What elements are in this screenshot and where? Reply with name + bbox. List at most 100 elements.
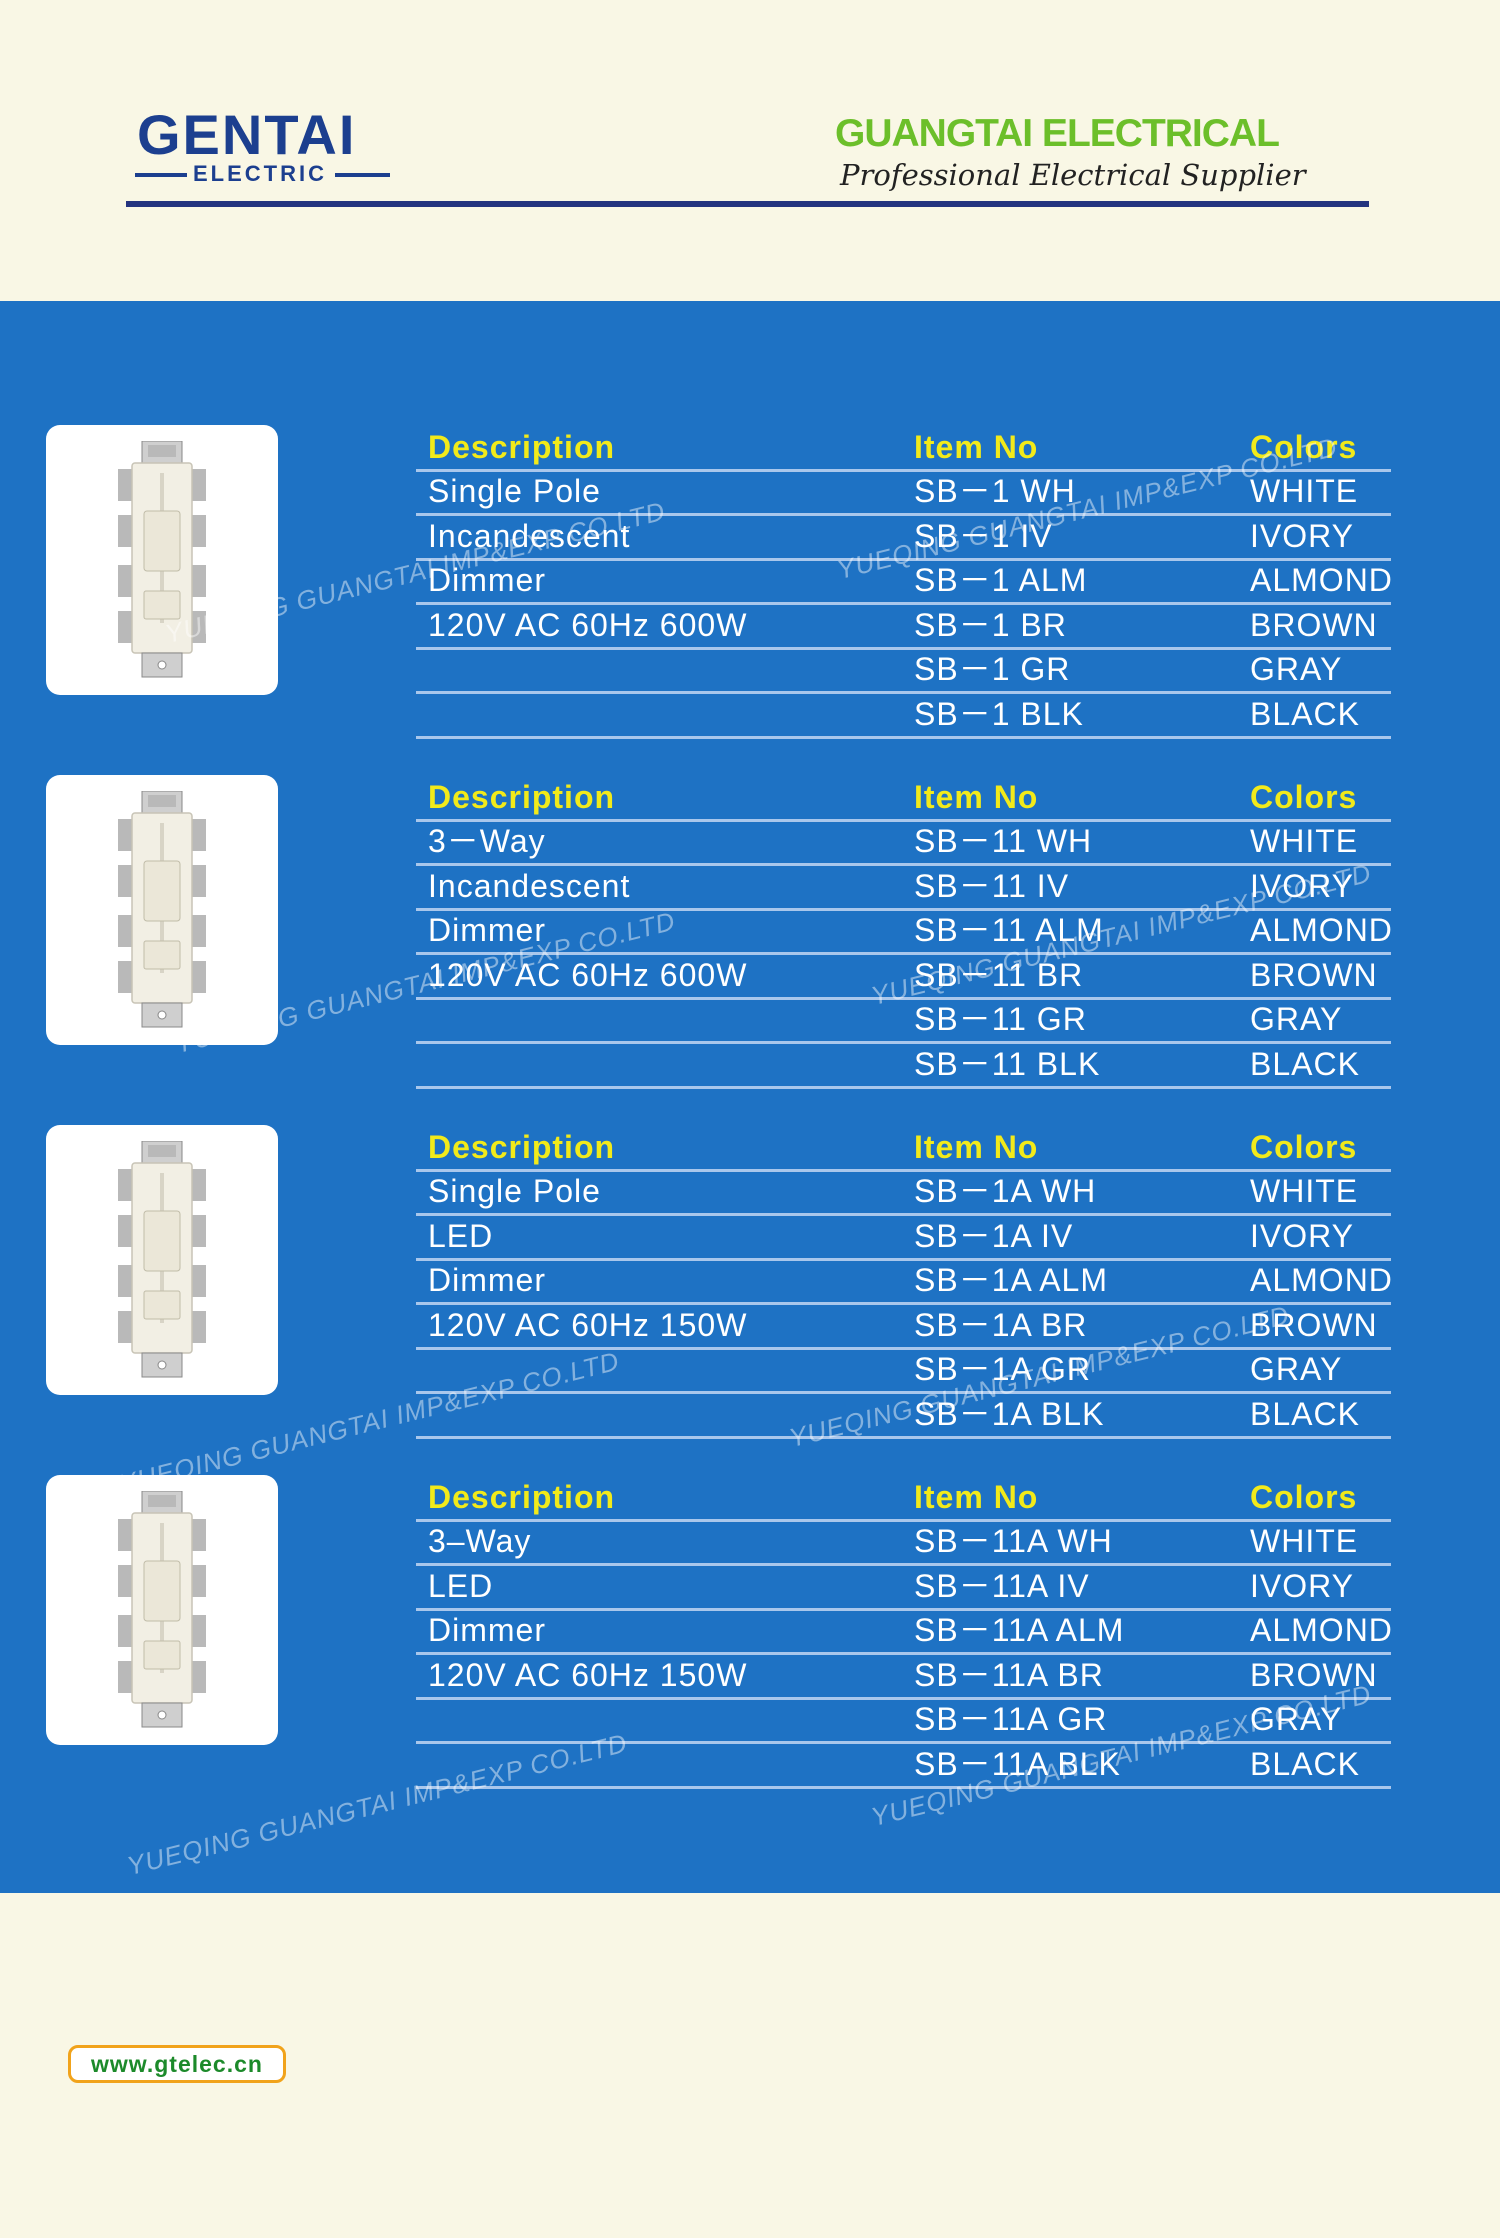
item-number-cell: SB－11 BR bbox=[914, 957, 1084, 993]
item-number-cell: SB－11 ALM bbox=[914, 912, 1104, 948]
color-cell: IVORY bbox=[1250, 868, 1354, 904]
header-description: Description bbox=[428, 1479, 616, 1515]
header-colors: Colors bbox=[1250, 1129, 1358, 1165]
color-cell: IVORY bbox=[1250, 1568, 1354, 1604]
header-description: Description bbox=[428, 429, 616, 465]
item-number-cell: SB－1A GR bbox=[914, 1351, 1091, 1387]
logo-subtitle: ELECTRIC bbox=[193, 161, 327, 186]
header-colors: Colors bbox=[1250, 779, 1358, 815]
color-cell: BROWN bbox=[1250, 607, 1378, 643]
item-number-cell: SB－11A GR bbox=[914, 1701, 1108, 1737]
description-cell: Incandescent bbox=[428, 518, 631, 554]
color-cell: BLACK bbox=[1250, 696, 1360, 732]
description-cell: Incandescent bbox=[428, 868, 631, 904]
table-row: Incandescent SB－11 IV IVORY bbox=[416, 864, 1391, 911]
item-number-cell: SB－1 BLK bbox=[914, 696, 1084, 732]
item-number-cell: SB－11A IV bbox=[914, 1568, 1090, 1604]
header-item-no: Item No bbox=[914, 1129, 1039, 1165]
color-cell: ALMOND bbox=[1250, 1262, 1393, 1298]
dimmer-switch-image bbox=[46, 1125, 278, 1395]
table-row: SB－1 BLK BLACK bbox=[416, 692, 1391, 739]
logo-wordmark: GENTAI bbox=[137, 103, 357, 166]
description-cell: 120V AC 60Hz 600W bbox=[428, 957, 748, 993]
dimmer-switch-image bbox=[46, 775, 278, 1045]
description-cell: 3－Way bbox=[428, 823, 546, 859]
company-tagline: Professional Electrical Supplier bbox=[840, 158, 1306, 192]
item-number-cell: SB－11A BR bbox=[914, 1657, 1104, 1693]
description-cell: 3–Way bbox=[428, 1523, 532, 1559]
item-number-cell: SB－1A IV bbox=[914, 1218, 1074, 1254]
table-row: LED SB－11A IV IVORY bbox=[416, 1564, 1391, 1611]
item-number-cell: SB－11 IV bbox=[914, 868, 1070, 904]
item-number-cell: SB－1 BR bbox=[914, 607, 1067, 643]
color-cell: WHITE bbox=[1250, 823, 1359, 859]
description-cell: Single Pole bbox=[428, 473, 601, 509]
company-name: GUANGTAI ELECTRICAL bbox=[835, 112, 1280, 155]
website-link[interactable]: www.gtelec.cn bbox=[91, 2051, 263, 2077]
color-cell: BLACK bbox=[1250, 1396, 1360, 1432]
item-number-cell: SB－1A BLK bbox=[914, 1396, 1105, 1432]
description-cell: LED bbox=[428, 1568, 494, 1604]
gentai-logo: GENTAI ELECTRIC bbox=[135, 105, 395, 195]
item-number-cell: SB－1A WH bbox=[914, 1173, 1097, 1209]
dimmer-switch-image bbox=[46, 1475, 278, 1745]
table-row: SB－1A BLK BLACK bbox=[416, 1392, 1391, 1439]
description-cell: Single Pole bbox=[428, 1173, 601, 1209]
color-cell: BROWN bbox=[1250, 1657, 1378, 1693]
header-item-no: Item No bbox=[914, 779, 1039, 815]
table-header-row: Description Item No Colors bbox=[416, 1125, 1391, 1172]
color-cell: WHITE bbox=[1250, 1523, 1359, 1559]
table-row: SB－1A GR GRAY bbox=[416, 1347, 1391, 1394]
item-number-cell: SB－11A WH bbox=[914, 1523, 1113, 1559]
color-cell: GRAY bbox=[1250, 1001, 1343, 1037]
website-badge[interactable]: www.gtelec.cn bbox=[68, 2045, 286, 2083]
color-cell: GRAY bbox=[1250, 1351, 1343, 1387]
logo-rule-right bbox=[335, 173, 390, 177]
header-divider bbox=[126, 201, 1369, 207]
color-cell: WHITE bbox=[1250, 1173, 1359, 1209]
item-number-cell: SB－11A ALM bbox=[914, 1612, 1125, 1648]
color-cell: ALMOND bbox=[1250, 1612, 1393, 1648]
description-cell: 120V AC 60Hz 600W bbox=[428, 607, 748, 643]
color-cell: BLACK bbox=[1250, 1746, 1360, 1782]
color-cell: ALMOND bbox=[1250, 562, 1393, 598]
header-item-no: Item No bbox=[914, 429, 1039, 465]
description-cell: Dimmer bbox=[428, 1262, 546, 1298]
description-cell: 120V AC 60Hz 150W bbox=[428, 1657, 748, 1693]
color-cell: IVORY bbox=[1250, 518, 1354, 554]
description-cell: LED bbox=[428, 1218, 494, 1254]
dimmer-switch-image bbox=[46, 425, 278, 695]
table-row: 120V AC 60Hz 150W SB－11A BR BROWN bbox=[416, 1653, 1391, 1700]
color-cell: WHITE bbox=[1250, 473, 1359, 509]
header-description: Description bbox=[428, 1129, 616, 1165]
logo-rule-left bbox=[135, 173, 187, 177]
item-number-cell: SB－11 GR bbox=[914, 1001, 1087, 1037]
table-row: SB－11 GR GRAY bbox=[416, 997, 1391, 1044]
description-cell: 120V AC 60Hz 150W bbox=[428, 1307, 748, 1343]
item-number-cell: SB－1 GR bbox=[914, 651, 1071, 687]
item-number-cell: SB－11 BLK bbox=[914, 1046, 1101, 1082]
item-number-cell: SB－1 IV bbox=[914, 518, 1053, 554]
table-row: 120V AC 60Hz 600W SB－1 BR BROWN bbox=[416, 603, 1391, 650]
header-colors: Colors bbox=[1250, 1479, 1358, 1515]
color-cell: ALMOND bbox=[1250, 912, 1393, 948]
header-colors: Colors bbox=[1250, 429, 1358, 465]
table-row: 3–Way SB－11A WH WHITE bbox=[416, 1519, 1391, 1566]
